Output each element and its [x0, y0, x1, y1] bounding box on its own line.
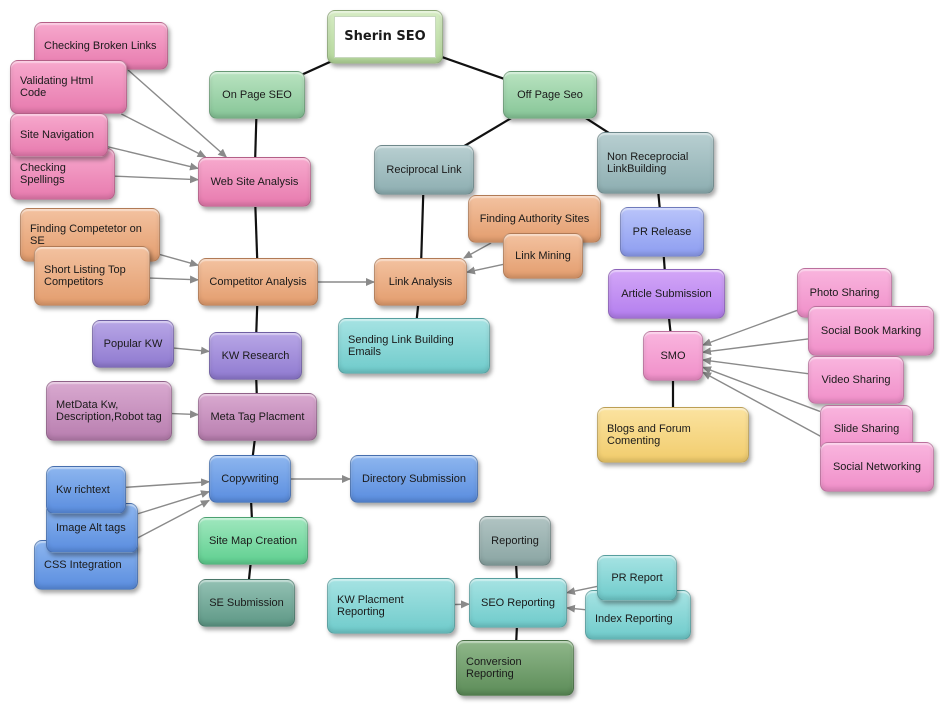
node-off-page-seo[interactable]: Off Page Seo: [503, 71, 597, 119]
node-label: Blogs and Forum Comenting: [607, 423, 691, 447]
node-meta-tag-placement[interactable]: Meta Tag Placment: [198, 393, 317, 441]
node-link-mining[interactable]: Link Mining: [503, 233, 583, 279]
node-label: Meta Tag Placment: [210, 411, 305, 423]
node-label: Popular KW: [103, 338, 163, 350]
root-node-sherin-seo[interactable]: Sherin SEO: [327, 10, 443, 64]
connector-link_mining-to-link_analysis: [466, 263, 504, 275]
node-kw-richtext[interactable]: Kw richtext: [46, 466, 126, 514]
node-competitor-analysis[interactable]: Competitor Analysis: [198, 258, 318, 306]
node-label: Article Submission: [621, 288, 712, 300]
node-label: Link Analysis: [388, 276, 453, 288]
node-label: Off Page Seo: [517, 89, 583, 101]
node-pr-report[interactable]: PR Report: [597, 555, 677, 601]
node-label: Video Sharing: [821, 374, 891, 386]
node-label: Site Navigation: [20, 129, 94, 141]
node-label: MetData Kw, Description,Robot tag: [56, 399, 162, 423]
node-popular-kw[interactable]: Popular KW: [92, 320, 174, 368]
node-kw-placement-reporting[interactable]: KW Placment Reporting: [327, 578, 455, 634]
node-label: Validating Html Code: [20, 75, 94, 99]
node-label: SMO: [660, 350, 686, 362]
node-label: Social Book Marking: [820, 325, 922, 337]
node-label: On Page SEO: [222, 89, 292, 101]
node-label: Checking Spellings: [20, 162, 66, 186]
node-label: PR Report: [611, 572, 663, 584]
node-seo-reporting[interactable]: SEO Reporting: [469, 578, 567, 628]
node-blogs-forum[interactable]: Blogs and Forum Comenting: [597, 407, 749, 463]
node-label: Photo Sharing: [809, 287, 880, 299]
node-label: SE Submission: [209, 597, 284, 609]
node-label: Web Site Analysis: [210, 176, 299, 188]
node-site-map-creation[interactable]: Site Map Creation: [198, 517, 308, 565]
connector-kw_richtext-to-copywriting: [125, 478, 210, 489]
node-label: Finding Competetor on SE: [30, 223, 142, 247]
node-label: Site Map Creation: [208, 535, 298, 547]
connector-finding_competitor_on_se-to-competitor_analysis: [159, 253, 199, 267]
connector-social_book_marking-to-smo: [702, 338, 809, 356]
node-label: Checking Broken Links: [44, 40, 157, 52]
node-metadata-kw[interactable]: MetData Kw, Description,Robot tag: [46, 381, 172, 441]
connector-image_alt_tags-to-copywriting: [137, 490, 210, 515]
connector-site_navigation-to-web_site_analysis: [107, 146, 199, 171]
node-label: SEO Reporting: [481, 597, 555, 609]
node-social-book-marking[interactable]: Social Book Marking: [808, 306, 934, 356]
connector-index_reporting-to-seo_reporting: [566, 604, 586, 613]
node-reporting[interactable]: Reporting: [479, 516, 551, 566]
node-label: Sending Link Building Emails: [348, 334, 454, 358]
node-kw-research[interactable]: KW Research: [209, 332, 302, 380]
node-video-sharing[interactable]: Video Sharing: [808, 356, 904, 404]
connector-video_sharing-to-smo: [702, 357, 809, 375]
node-reciprocal-link[interactable]: Reciprocal Link: [374, 145, 474, 195]
node-social-networking[interactable]: Social Networking: [820, 442, 934, 492]
connector-validating_html_code-to-web_site_analysis: [121, 113, 207, 158]
node-label: Directory Submission: [362, 473, 466, 485]
node-label: Slide Sharing: [833, 423, 900, 435]
node-label: CSS Integration: [44, 559, 122, 571]
node-smo[interactable]: SMO: [643, 331, 703, 381]
node-label: Kw richtext: [56, 484, 110, 496]
node-link-analysis[interactable]: Link Analysis: [374, 258, 467, 306]
node-label: Short Listing Top Competitors: [44, 264, 126, 288]
node-label: Link Mining: [515, 250, 571, 262]
node-directory-submission[interactable]: Directory Submission: [350, 455, 478, 503]
connector-finding_authority_sites-to-link_analysis: [463, 242, 492, 259]
node-web-site-analysis[interactable]: Web Site Analysis: [198, 157, 311, 207]
node-label: KW Placment Reporting: [337, 594, 404, 618]
node-short-listing-top-competitors[interactable]: Short Listing Top Competitors: [34, 246, 150, 306]
node-label: KW Research: [221, 350, 290, 362]
node-label: Conversion Reporting: [466, 656, 522, 680]
node-site-navigation[interactable]: Site Navigation: [10, 113, 108, 157]
node-sending-link-building-emails[interactable]: Sending Link Building Emails: [338, 318, 490, 374]
node-label: Non Receprocial LinkBuilding: [607, 151, 689, 175]
node-label: Copywriting: [221, 473, 279, 485]
node-non-reciprocal-linkbuilding[interactable]: Non Receprocial LinkBuilding: [597, 132, 714, 194]
node-label: Social Networking: [832, 461, 922, 473]
node-label: Finding Authority Sites: [479, 213, 590, 225]
node-conversion-reporting[interactable]: Conversion Reporting: [456, 640, 574, 696]
node-label: Reporting: [491, 535, 539, 547]
node-copywriting[interactable]: Copywriting: [209, 455, 291, 503]
node-on-page-seo[interactable]: On Page SEO: [209, 71, 305, 119]
connector-short_listing_top_competitors-to-competitor_analysis: [149, 275, 199, 284]
node-validating-html-code[interactable]: Validating Html Code: [10, 60, 127, 114]
connector-slide_sharing-to-smo: [702, 366, 821, 413]
node-label: Index Reporting: [595, 613, 673, 625]
node-label: Competitor Analysis: [209, 276, 307, 288]
node-label: Reciprocal Link: [386, 164, 462, 176]
node-label: PR Release: [632, 226, 692, 238]
node-pr-release[interactable]: PR Release: [620, 207, 704, 257]
connector-metadata_kw-to-meta_tag_placement: [171, 410, 199, 419]
connector-popular_kw-to-kw_research: [173, 346, 210, 355]
node-label: Image Alt tags: [56, 522, 126, 534]
root-label: Sherin SEO: [334, 16, 436, 58]
node-se-submission[interactable]: SE Submission: [198, 579, 295, 627]
connector-checking_spellings-to-web_site_analysis: [114, 175, 199, 184]
node-article-submission[interactable]: Article Submission: [608, 269, 725, 319]
